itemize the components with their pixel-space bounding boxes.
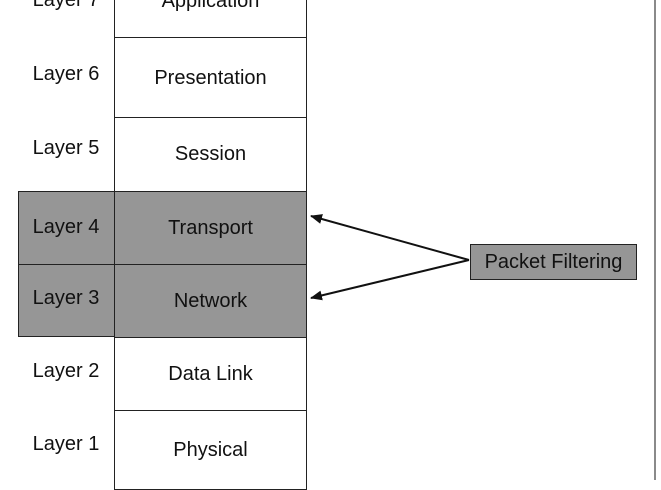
layer-cell-data-link: Data Link [114, 337, 307, 412]
layer-label-5: Layer 5 [32, 137, 100, 159]
layer-name-session: Session [174, 143, 247, 165]
arrow-to-network [310, 259, 470, 301]
layer-name-network: Network [173, 289, 248, 312]
highlight-divider [19, 264, 114, 265]
layer-label-6: Layer 6 [32, 63, 100, 85]
layer-label-3: Layer 3 [32, 287, 100, 309]
layer-cell-network: Network [114, 264, 307, 338]
callout-arrows [310, 214, 470, 301]
frame-edge [654, 0, 656, 480]
layer-name-data-link: Data Link [168, 363, 253, 385]
filtered-layers-highlight [18, 191, 114, 337]
layer-cell-presentation: Presentation [114, 37, 307, 119]
layer-label-7: Layer 7 [32, 0, 100, 11]
packet-filtering-label: Packet Filtering [484, 250, 623, 273]
layer-label-2: Layer 2 [32, 360, 100, 382]
layer-name-physical: Physical [173, 438, 248, 461]
layer-label-4: Layer 4 [32, 216, 100, 238]
layer-cell-physical: Physical [114, 410, 307, 490]
osi-diagram: Layer 7 Layer 6 Layer 5 Layer 4 Layer 3 … [18, 0, 656, 490]
arrow-to-transport [310, 214, 470, 261]
layer-cell-transport: Transport [114, 191, 307, 266]
layer-name-transport: Transport [168, 217, 253, 239]
layer-name-presentation: Presentation [154, 66, 267, 89]
packet-filtering-box: Packet Filtering [470, 244, 637, 280]
layer-label-1: Layer 1 [32, 433, 100, 455]
layer-name-application: Application [161, 0, 260, 12]
